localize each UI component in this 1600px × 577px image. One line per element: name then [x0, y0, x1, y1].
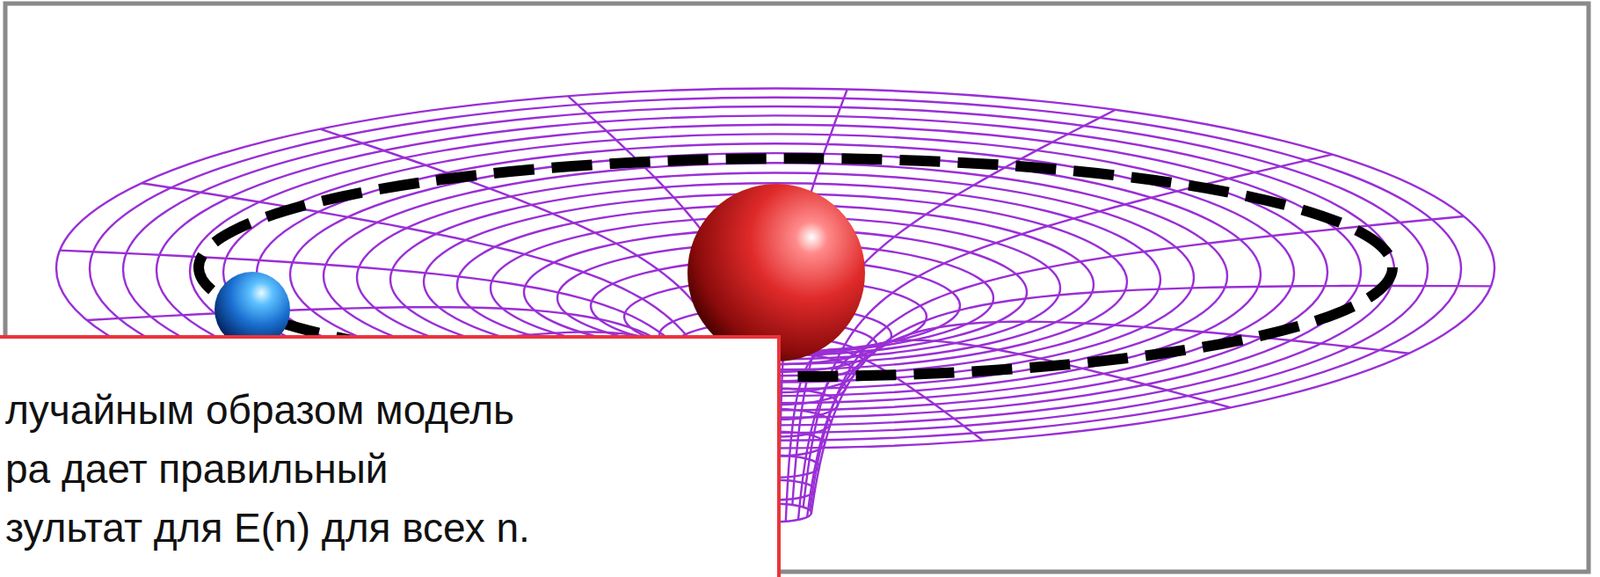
mesh-spoke	[809, 216, 1464, 510]
mesh-spoke	[807, 321, 1410, 517]
frame-border	[5, 3, 1589, 572]
mesh-spoke	[811, 285, 1491, 514]
note-text: лучайным образом модель	[5, 380, 778, 440]
note-text: ра дает правильный	[5, 439, 778, 499]
note-box: лучайным образом модельра дает правильны…	[0, 334, 781, 577]
note-text: зультат для E(n) для всех n.	[5, 498, 778, 558]
mesh-spoke	[798, 340, 1231, 520]
